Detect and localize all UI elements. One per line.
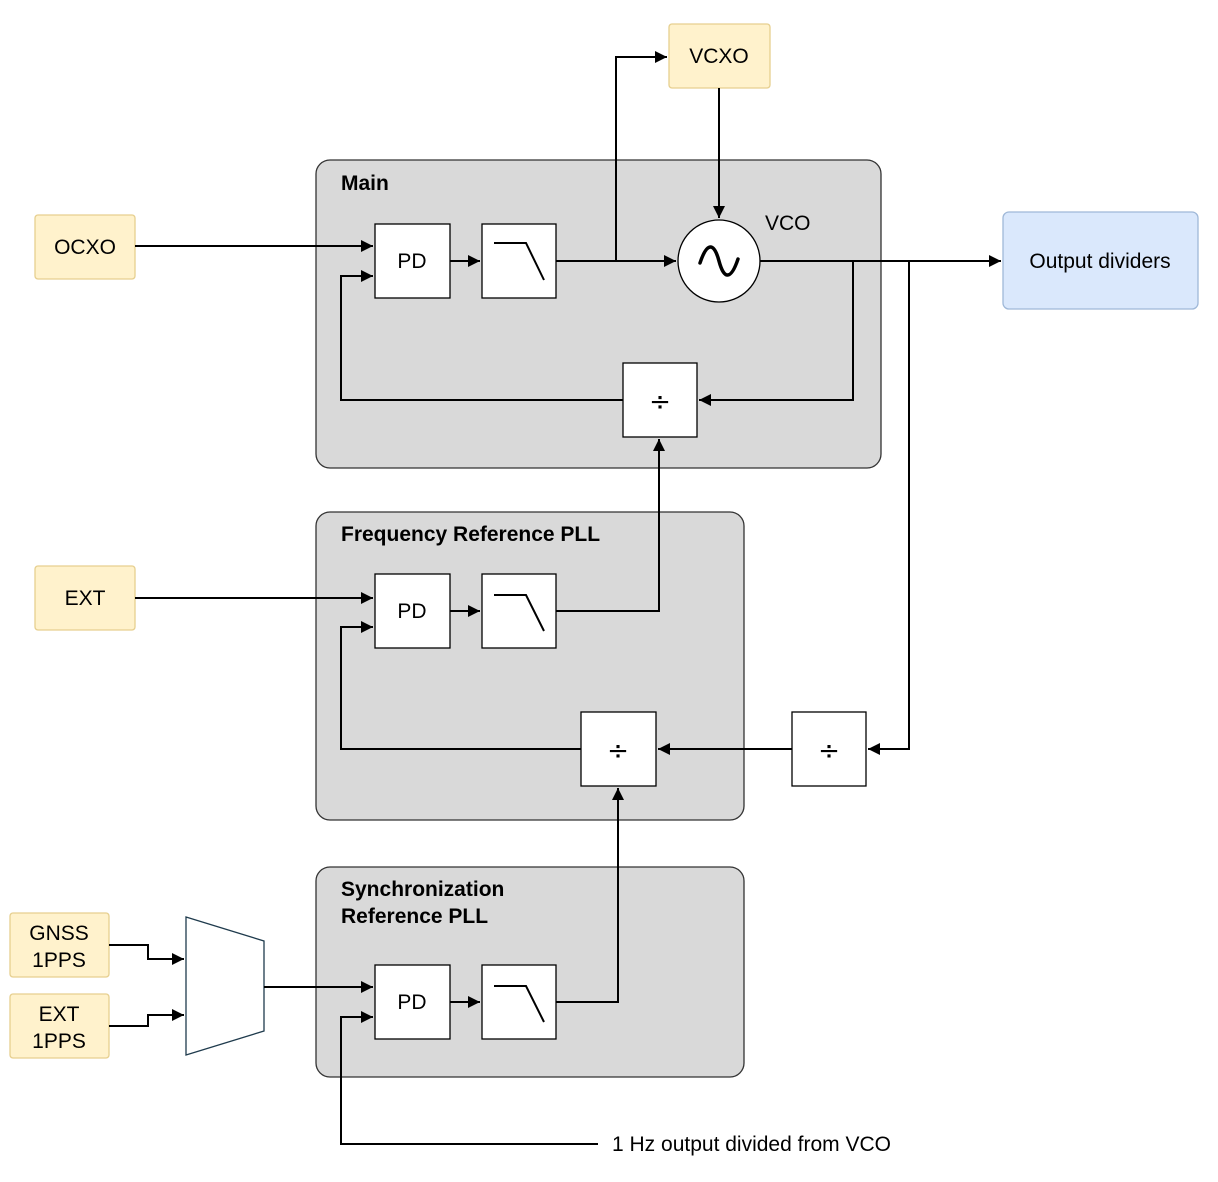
sync-ref-lowpass-filter-icon: [494, 985, 545, 1023]
output-dividers-label: Output dividers: [1029, 250, 1170, 273]
vco-label: VCO: [765, 212, 811, 235]
input-multiplexer: [185, 916, 265, 1056]
main-divider-to-pd-feedback-wire: [340, 270, 623, 401]
frequency-reference-group-title: Frequency Reference PLL: [341, 523, 600, 546]
sync-ref-loop-filter: [481, 964, 557, 1040]
gnss-label: GNSS: [29, 922, 89, 945]
synchronization-reference-title-line1: Synchronization: [341, 878, 504, 901]
freq-ref-loop-filter: [481, 573, 557, 649]
sync-ref-pd-label: PD: [397, 991, 426, 1014]
frequency-reference-pll-group: [315, 511, 745, 821]
gnss-to-mux-wire: [109, 944, 184, 965]
vcxo-label: VCXO: [689, 45, 749, 68]
main-group-title: Main: [341, 172, 389, 195]
vco-to-main-divider-wire: [699, 261, 854, 406]
filter-to-vcxo-wire: [615, 51, 667, 261]
gnss-1pps-label: 1PPS: [32, 949, 86, 972]
vco-to-prescaler-wire: [868, 261, 910, 755]
ocxo-label: OCXO: [54, 236, 116, 259]
output-dividers-box: [1002, 211, 1199, 310]
ext-1pps-ext-label: EXT: [39, 1003, 80, 1026]
ext-1pps-label: 1PPS: [32, 1030, 86, 1053]
external-prescaler-divider: [791, 711, 867, 787]
ext-1pps-to-mux-wire: [109, 1009, 184, 1027]
ext-label: EXT: [65, 587, 106, 610]
one-hz-output-note: 1 Hz output divided from VCO: [612, 1133, 891, 1156]
sine-wave-icon: [698, 245, 740, 277]
one-hz-feedback-wire: [340, 1011, 598, 1145]
main-divider-symbol: ÷: [649, 387, 671, 417]
freq-ref-pd-label: PD: [397, 600, 426, 623]
sync-ref-filter-to-freq-ref-divider-wire: [556, 788, 624, 1003]
main-lowpass-filter-icon: [494, 242, 545, 281]
prescaler-divider-symbol: ÷: [818, 736, 840, 766]
freq-ref-divider-to-pd-feedback-wire: [340, 621, 581, 750]
main-loop-filter: [481, 223, 557, 299]
freq-ref-filter-to-main-divider-wire: [556, 439, 665, 612]
freq-ref-lowpass-filter-icon: [494, 594, 545, 632]
freq-ref-feedback-divider: [580, 711, 657, 787]
freq-ref-divider-symbol: ÷: [607, 736, 629, 766]
main-pll-group: [315, 159, 882, 469]
main-pd-label: PD: [397, 250, 426, 273]
freq-ref-phase-detector: [374, 573, 451, 649]
synchronization-reference-title-line2: Reference PLL: [341, 905, 488, 928]
